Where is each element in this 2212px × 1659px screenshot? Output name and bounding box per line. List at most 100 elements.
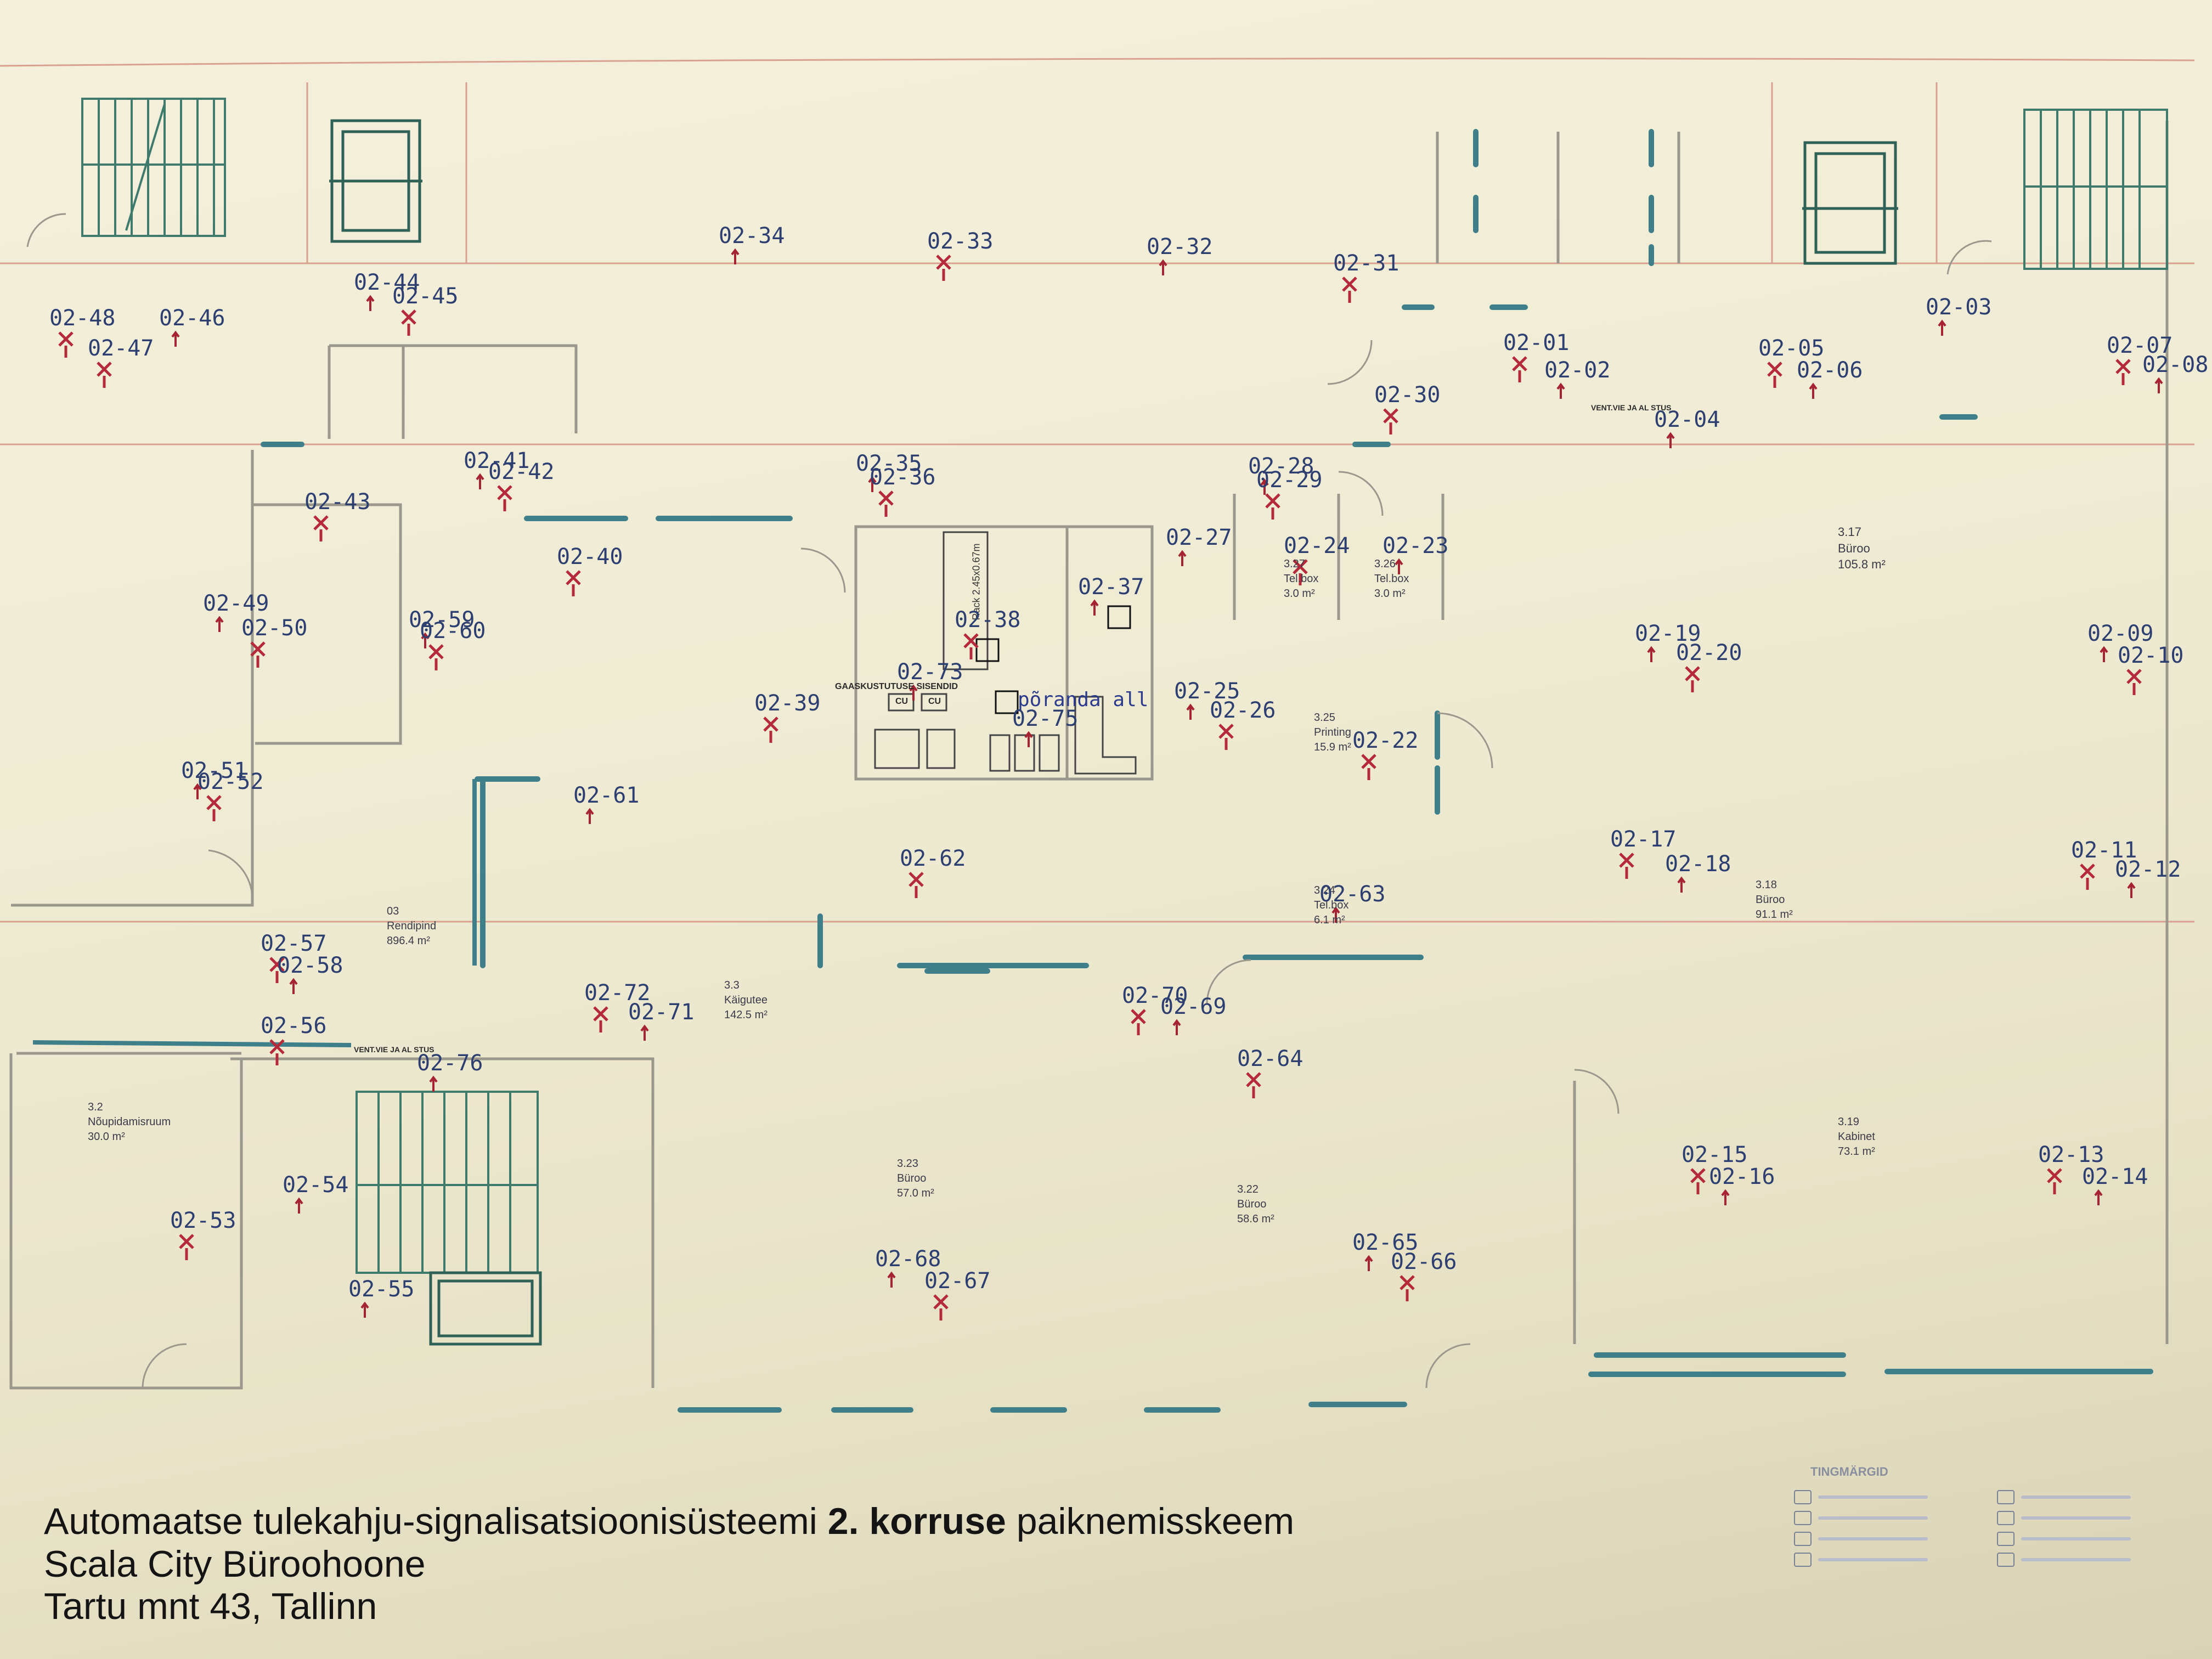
detector-label: 02-75: [1012, 706, 1079, 731]
legend-title: TINGMÄRGID: [1810, 1465, 1888, 1479]
title-block: Automaatse tulekahju-signalisatsioonisüs…: [44, 1500, 1294, 1628]
detector-label: 02-47: [88, 336, 154, 361]
detector-marker: [1767, 362, 1782, 388]
detector-marker: [215, 616, 224, 632]
detector-label: 02-25: [1174, 679, 1240, 704]
detector-marker: [1512, 356, 1527, 382]
title-line-2: Scala City Büroohoone: [44, 1543, 426, 1585]
detector-marker: [193, 783, 202, 799]
detector-marker: [1938, 319, 1946, 336]
legend-item: [1794, 1553, 1975, 1567]
detector-label: 02-58: [277, 953, 343, 978]
legend-symbol: [1997, 1511, 2015, 1525]
window-segments: [261, 129, 2153, 1413]
legend-item: [1997, 1490, 2178, 1504]
detector-marker: [421, 632, 430, 648]
detector-marker: [640, 1024, 649, 1041]
detector-label: 02-67: [924, 1268, 991, 1294]
detector-label: 02-37: [1078, 574, 1144, 600]
detector-label: 02-24: [1284, 533, 1350, 558]
detector-marker: [1172, 1019, 1181, 1035]
detector-marker: [566, 570, 581, 596]
legend-text-placeholder: [1818, 1558, 1928, 1561]
detector-label: 02-17: [1610, 827, 1677, 852]
detector-label: 02-23: [1383, 533, 1449, 558]
detector-label: 02-41: [464, 448, 530, 473]
detector-marker: [1361, 754, 1376, 780]
title-pre: Automaatse tulekahju-signalisatsioonisüs…: [44, 1500, 817, 1542]
detector-marker: [1342, 276, 1357, 303]
detector-marker: [313, 515, 329, 541]
detector-marker: [401, 309, 416, 336]
detector-label: 02-12: [2115, 857, 2181, 882]
detector-label: 02-59: [409, 607, 475, 633]
detector-marker: [909, 872, 924, 898]
detector-markers: [58, 248, 2163, 1321]
detector-marker: [1186, 703, 1195, 720]
legend-items: [1794, 1490, 2178, 1567]
legend-text-placeholder: [2021, 1516, 2131, 1520]
detector-label: 02-70: [1122, 983, 1188, 1008]
detector-label: 02-53: [170, 1208, 236, 1233]
detector-marker: [2047, 1168, 2062, 1194]
detector-marker: [1246, 1072, 1261, 1098]
stair-bottom: [356, 1091, 539, 1274]
detector-label: 02-69: [1160, 994, 1227, 1019]
detector-label: 02-07: [2107, 333, 2173, 358]
detector-label: 02-57: [261, 931, 327, 956]
detector-marker: [878, 490, 894, 517]
detector-label: 02-15: [1681, 1142, 1748, 1167]
detector-label: 02-44: [354, 270, 420, 295]
room-label: 3.23 Büroo 57.0 m²: [897, 1158, 934, 1199]
detector-label: 02-48: [49, 306, 116, 331]
detector-label: 02-43: [304, 489, 371, 515]
detector-label: 02-16: [1709, 1164, 1775, 1189]
detector-label: 02-42: [488, 459, 555, 484]
legend-item: [1997, 1553, 2178, 1567]
detector-label: 02-36: [870, 465, 936, 490]
detector-marker: [1178, 550, 1187, 566]
elevator-top-left: [329, 119, 422, 243]
detector-label: 02-30: [1374, 382, 1441, 408]
detector-label: 02-01: [1503, 330, 1570, 356]
detector-label: 02-10: [2118, 643, 2184, 668]
detector-label: 02-71: [628, 1000, 695, 1025]
detector-marker: [585, 808, 594, 824]
legend-symbol: [1794, 1490, 1812, 1504]
title-line-3: Tartu mnt 43, Tallinn: [44, 1585, 377, 1628]
detector-marker: [2094, 1189, 2103, 1205]
legend-item: [1997, 1532, 2178, 1546]
detector-label: 02-51: [181, 758, 247, 783]
legend-item: [1794, 1532, 1975, 1546]
detector-marker: [963, 633, 979, 659]
detector-marker: [295, 1197, 303, 1214]
detector-label: 02-73: [897, 659, 963, 685]
floor-plan-drawing: [0, 58, 2195, 1413]
legend-text-placeholder: [1818, 1537, 1928, 1541]
legend-symbol: [1997, 1553, 2015, 1567]
legend-text-placeholder: [2021, 1537, 2131, 1541]
corridor-rails: [32, 779, 477, 1047]
detector-label: 02-28: [1248, 454, 1314, 479]
legend-symbol: [1794, 1553, 1812, 1567]
detector-marker: [1809, 382, 1818, 399]
detector-label: 02-14: [2082, 1164, 2148, 1189]
detector-marker: [97, 362, 112, 388]
vent-note-1: VENT.VIE JA AL STUS: [1591, 403, 1672, 412]
detector-label: 02-40: [557, 544, 623, 569]
legend-symbol: [1997, 1490, 2015, 1504]
title-bold: 2. korruse: [827, 1500, 1006, 1542]
detector-marker: [2127, 882, 2136, 898]
detector-marker: [731, 248, 740, 264]
detector-marker: [428, 644, 444, 670]
room-label: 3.25 Printing 15.9 m²: [1314, 712, 1351, 753]
legend-symbol: [1997, 1532, 2015, 1546]
detector-marker: [171, 330, 180, 347]
detector-label: 02-08: [2142, 352, 2209, 377]
detector-label: 02-03: [1926, 295, 1992, 320]
detector-marker: [2154, 377, 2163, 393]
detector-label: 02-45: [392, 284, 459, 309]
room-label: 3.2 Nõupidamisruum 30.0 m²: [88, 1101, 171, 1143]
stair-top-right: [2023, 109, 2168, 270]
